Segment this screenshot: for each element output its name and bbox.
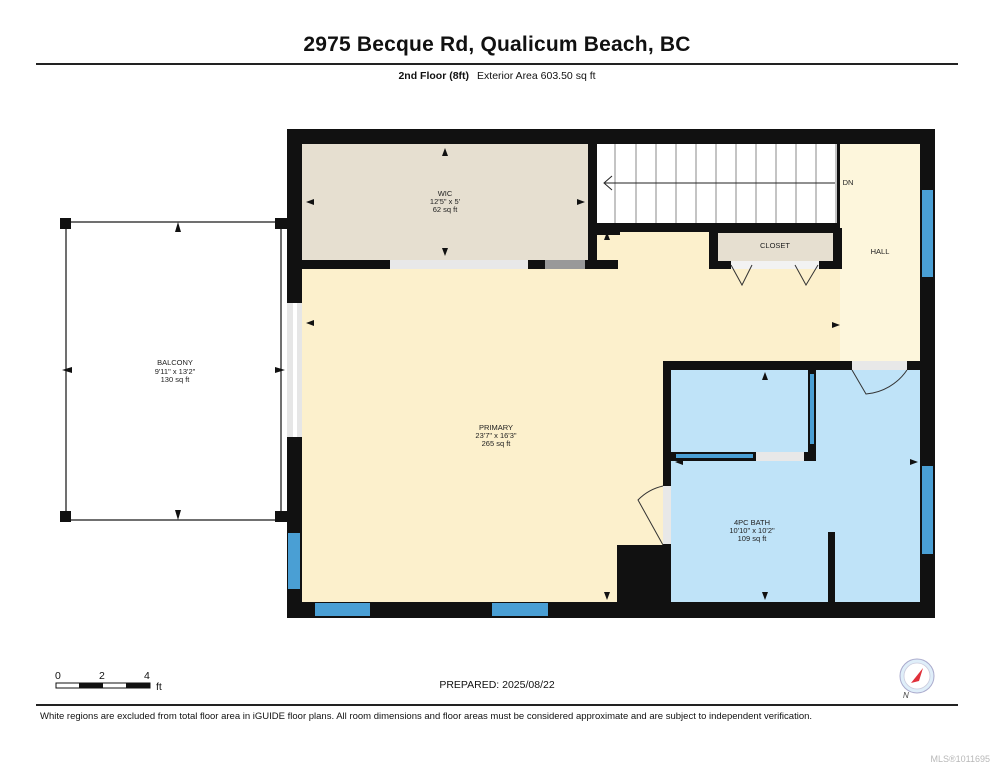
hall-room bbox=[840, 144, 920, 361]
bath-room bbox=[671, 370, 920, 602]
wic-room bbox=[302, 144, 588, 260]
openings bbox=[287, 260, 907, 544]
dimension-arrows bbox=[62, 148, 918, 600]
footer-divider bbox=[36, 704, 958, 706]
svg-text:23'7" x 16'3": 23'7" x 16'3" bbox=[475, 431, 516, 440]
svg-text:4PC BATH: 4PC BATH bbox=[734, 518, 770, 527]
stairs-dn-label: DN bbox=[843, 178, 854, 187]
compass-icon: N bbox=[899, 658, 935, 700]
svg-text:BALCONY: BALCONY bbox=[157, 358, 193, 367]
svg-text:62 sq ft: 62 sq ft bbox=[433, 205, 459, 214]
mls-watermark: MLS®1011695 bbox=[930, 754, 990, 764]
scale-tick-2: 2 bbox=[99, 670, 105, 682]
svg-text:130 sq ft: 130 sq ft bbox=[161, 375, 191, 384]
closet-label: CLOSET bbox=[760, 241, 790, 250]
exterior-area: Exterior Area 603.50 sq ft bbox=[477, 70, 596, 82]
compass-north-label: N bbox=[903, 691, 909, 700]
scale-tick-0: 0 bbox=[55, 670, 61, 682]
stair-post bbox=[596, 223, 620, 235]
primary-label: PRIMARY 23'7" x 16'3" 265 sq ft bbox=[475, 423, 516, 448]
wic-label: WIC 12'5" x 5' 62 sq ft bbox=[430, 189, 461, 214]
hall-label: HALL bbox=[871, 247, 890, 256]
floor-subtitle: 2nd Floor (8ft) Exterior Area 603.50 sq f… bbox=[0, 70, 994, 82]
staircase bbox=[603, 144, 837, 223]
svg-text:12'5" x 5': 12'5" x 5' bbox=[430, 197, 461, 206]
scale-tick-4: 4 bbox=[144, 670, 150, 682]
door-swings bbox=[637, 264, 908, 546]
balcony-label: BALCONY 9'11" x 13'2" 130 sq ft bbox=[155, 358, 196, 384]
floor-name: 2nd Floor (8ft) bbox=[398, 70, 470, 82]
svg-text:9'11" x 13'2": 9'11" x 13'2" bbox=[155, 367, 196, 376]
svg-text:PRIMARY: PRIMARY bbox=[479, 423, 513, 432]
page-title: 2975 Becque Rd, Qualicum Beach, BC bbox=[303, 33, 691, 56]
scale-unit: ft bbox=[156, 681, 162, 693]
closet-room bbox=[718, 232, 833, 261]
svg-text:265 sq ft: 265 sq ft bbox=[482, 439, 512, 448]
prepared-date: PREPARED: 2025/08/22 bbox=[439, 679, 555, 691]
bath-label: 4PC BATH 10'10" x 10'2" 109 sq ft bbox=[729, 518, 775, 543]
svg-text:10'10" x 10'2": 10'10" x 10'2" bbox=[729, 526, 775, 535]
primary-room bbox=[302, 232, 842, 602]
disclaimer-text: White regions are excluded from total fl… bbox=[40, 711, 813, 722]
scale-bar bbox=[55, 682, 151, 689]
title-divider bbox=[36, 63, 958, 65]
svg-text:WIC: WIC bbox=[438, 189, 453, 198]
svg-text:109 sq ft: 109 sq ft bbox=[738, 534, 768, 543]
windows bbox=[288, 190, 933, 616]
